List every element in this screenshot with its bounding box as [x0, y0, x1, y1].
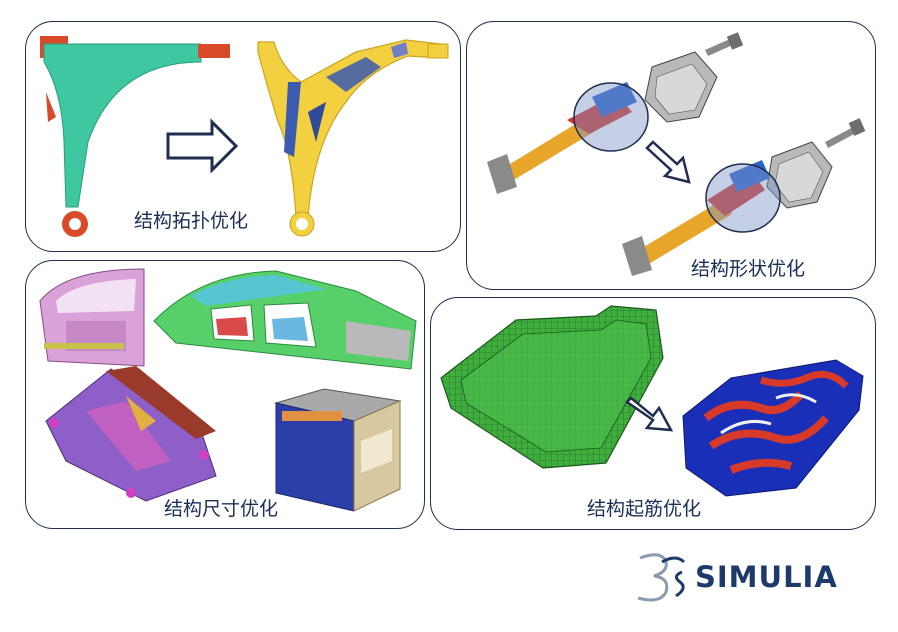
arrow-icon	[645, 140, 691, 184]
zoom-circle-bottom	[705, 163, 781, 233]
zoom-circle-top	[573, 82, 649, 152]
mesh-block-top	[644, 51, 718, 123]
original-part-image	[40, 36, 230, 237]
shape-label: 结构形状优化	[691, 258, 806, 280]
bead-illustration	[440, 305, 864, 497]
topology-illustration	[40, 36, 449, 237]
logo-text: SIMULIA	[695, 560, 838, 594]
sizing-optimization-panel: 结构尺寸优化	[25, 260, 425, 529]
optimized-part-image	[257, 39, 449, 237]
mesh-panel-image	[440, 305, 664, 469]
bolt-image-bottom	[825, 118, 866, 148]
arm-top-image	[487, 82, 637, 194]
bead-optimization-panel: 结构起筋优化	[430, 297, 876, 530]
body-in-white-image	[153, 270, 417, 370]
sizing-label: 结构尺寸优化	[164, 498, 279, 520]
arrow-icon	[625, 396, 674, 432]
sizing-illustration	[39, 268, 417, 512]
shape-optimization-panel: 结构形状优化	[466, 21, 876, 290]
bead-result-image	[682, 359, 864, 497]
topology-optimization-panel: 结构拓扑优化	[25, 21, 461, 252]
topology-label: 结构拓扑优化	[134, 210, 249, 232]
3ds-logo-mark-icon	[637, 553, 686, 602]
door-image	[39, 268, 145, 367]
subframe-image	[45, 366, 217, 502]
cabinet-image	[274, 388, 402, 512]
shape-illustration	[487, 32, 866, 276]
bead-label: 结构起筋优化	[587, 498, 702, 520]
bolt-image-top	[705, 32, 744, 56]
simulia-logo: SIMULIA	[632, 550, 872, 606]
mesh-block-bottom	[766, 141, 833, 209]
arrow-icon	[166, 118, 239, 174]
